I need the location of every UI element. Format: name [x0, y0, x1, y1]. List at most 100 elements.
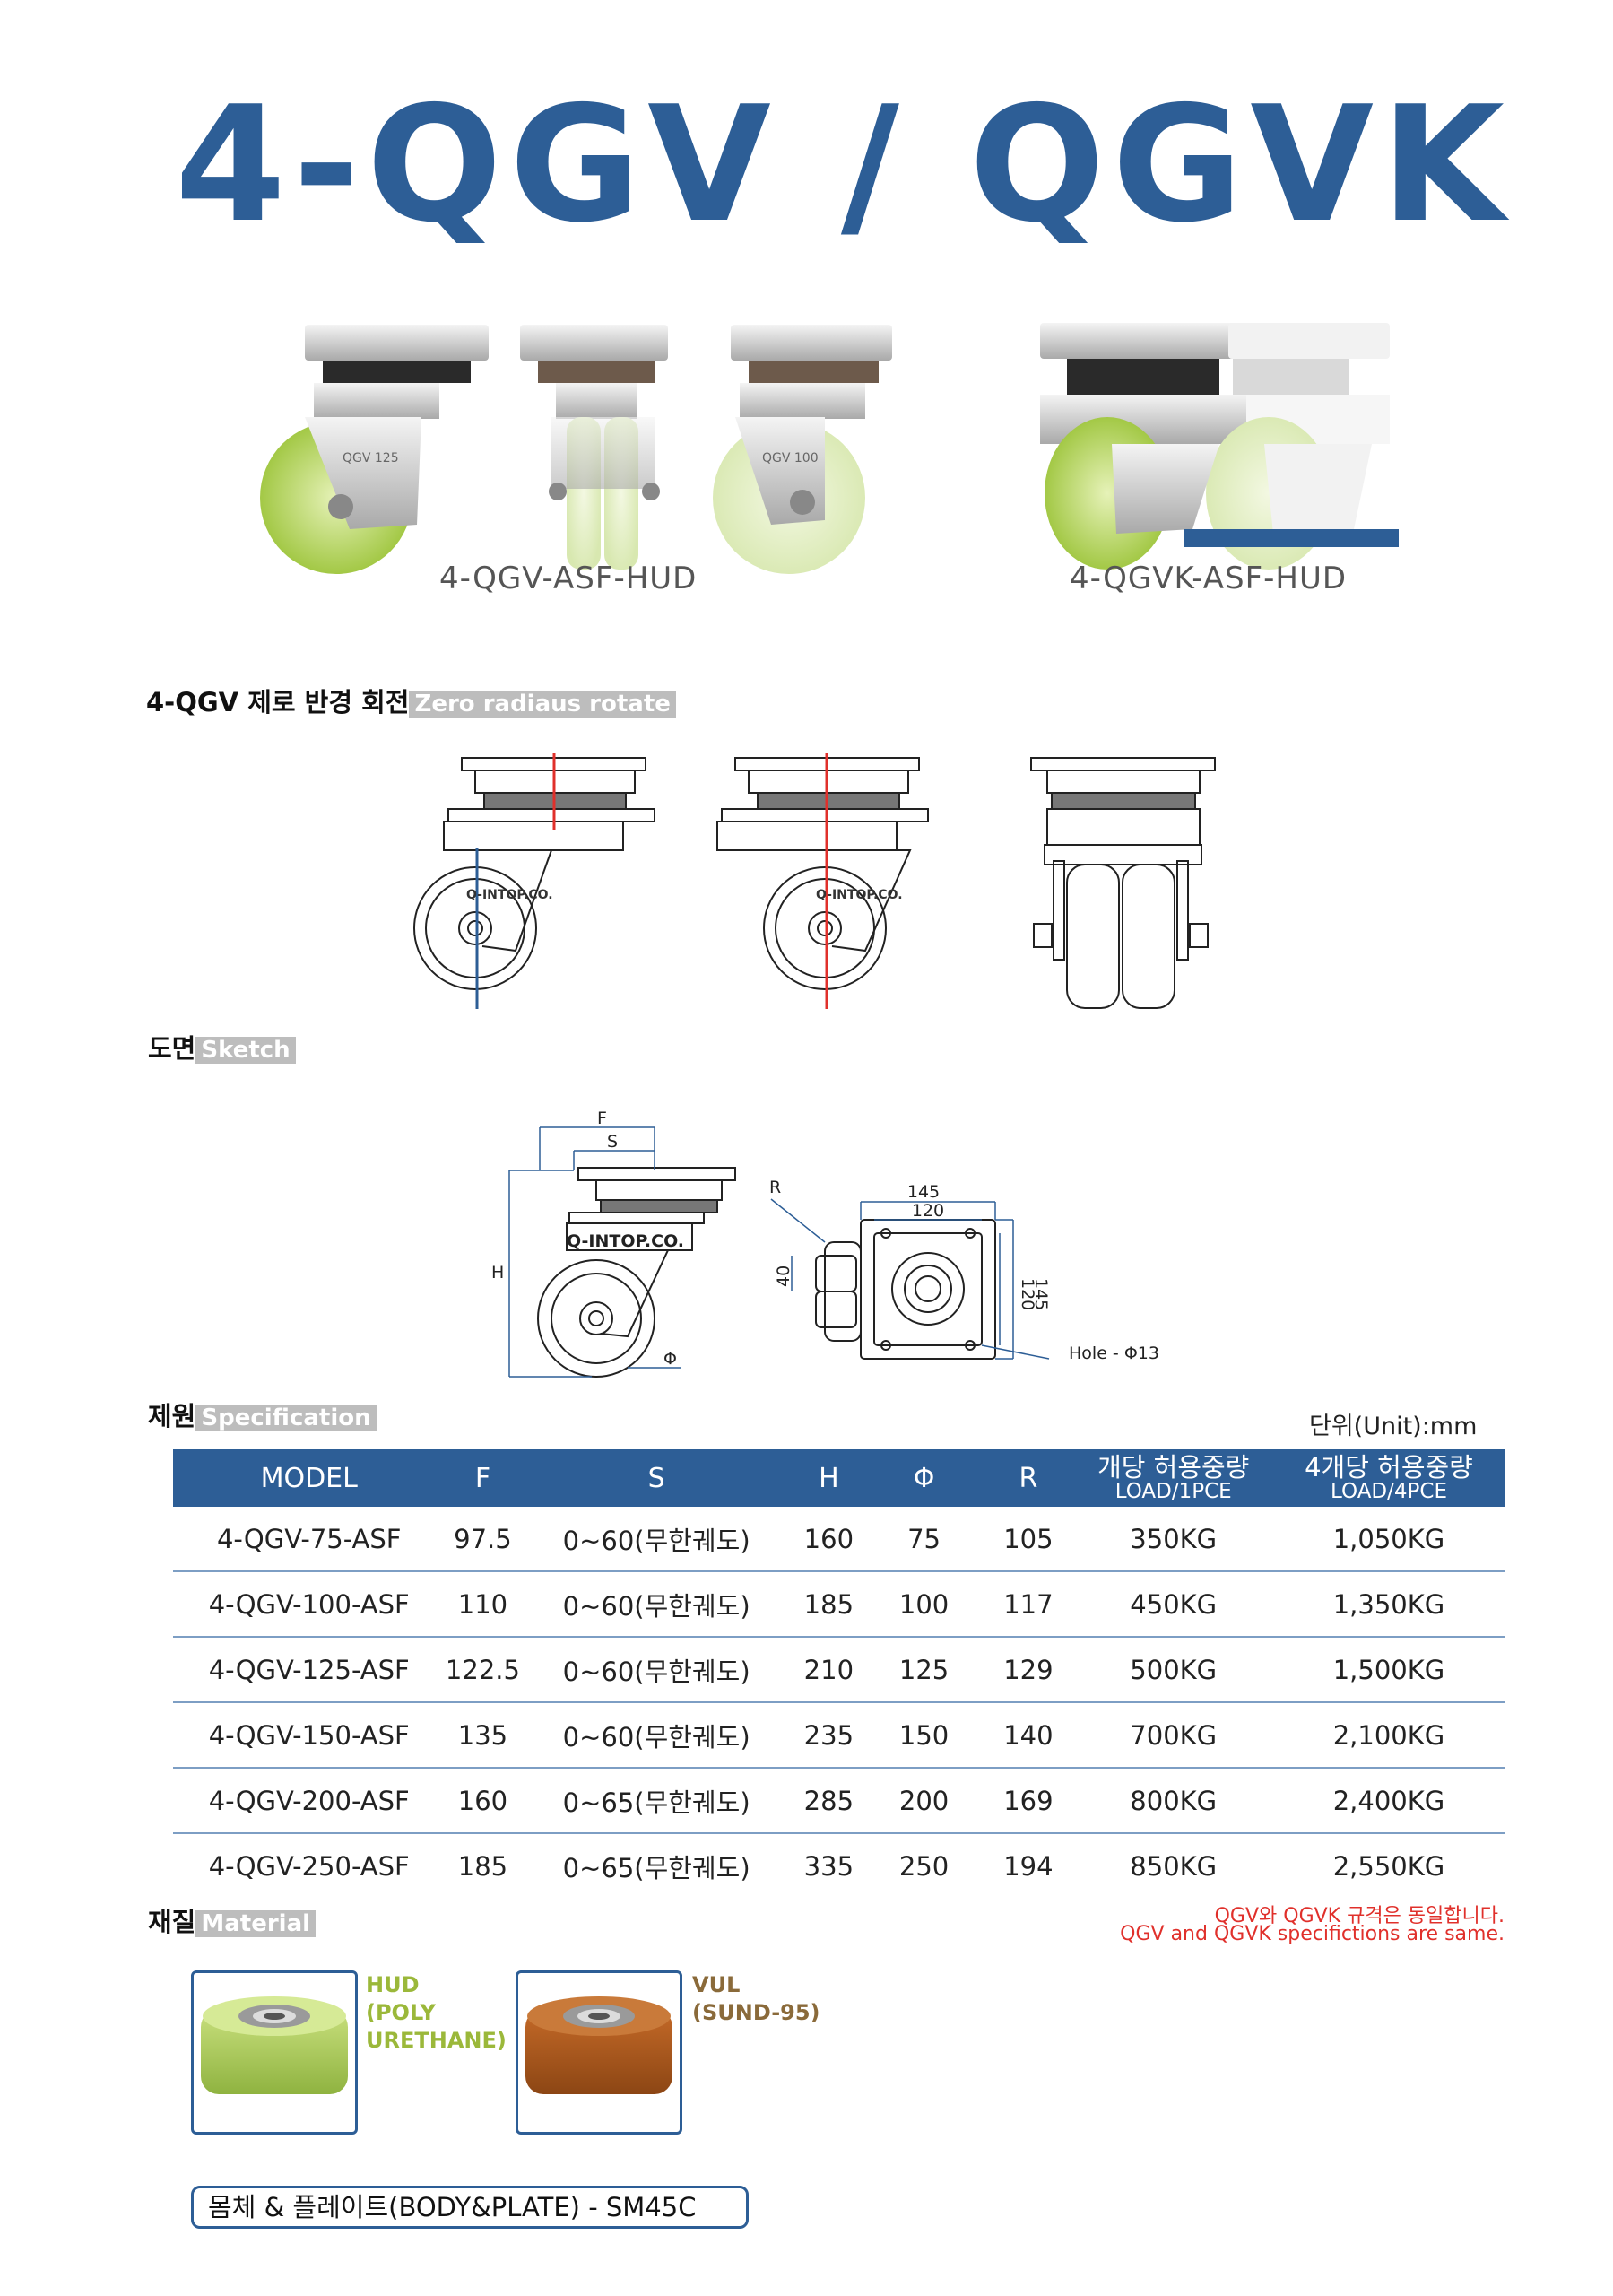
- photo-caption-right: 4-QGVK-ASF-HUD: [1070, 561, 1348, 596]
- spec-header-phi: Φ: [913, 1462, 935, 1494]
- material-hud-image: [191, 1970, 358, 2135]
- table-cell: 0~65(무한궤도): [562, 1852, 750, 1883]
- body-plate-material: 몸체 & 플레이트(BODY&PLATE) - SM45C: [191, 2186, 749, 2229]
- table-cell: 2,100KG: [1272, 1702, 1505, 1769]
- section-sketch-title-en: Sketch: [195, 1037, 296, 1064]
- table-cell: 235: [792, 1702, 865, 1769]
- note-line-2: QGV and QGVK specifictions are same.: [1120, 1923, 1505, 1945]
- section-material-title-en: Material: [195, 1910, 317, 1937]
- photo-caption-left: 4-QGV-ASF-HUD: [439, 561, 698, 596]
- sketch-label-s: S: [607, 1132, 618, 1152]
- page-title: 4-QGV / QGVK: [175, 72, 1512, 257]
- sketch-label-h: H: [491, 1263, 504, 1283]
- table-cell: 200: [864, 1768, 984, 1834]
- table-cell: 75: [864, 1507, 984, 1572]
- table-cell: 0~65(무한궤도): [520, 1768, 793, 1834]
- spec-header-load-4: 4개당 허용중량 LOAD/4PCE: [1273, 1449, 1505, 1507]
- rotate-drawing-1: [413, 753, 655, 1009]
- table-cell: 1,350KG: [1272, 1571, 1505, 1638]
- table-cell: 135: [445, 1702, 521, 1769]
- caster-photo-qgvk: [1040, 323, 1399, 570]
- sketch-label-f: F: [597, 1109, 607, 1128]
- table-cell: 169: [983, 1768, 1074, 1834]
- material-hud-label: HUD (POLY URETHANE): [366, 1972, 507, 2053]
- sketch-label-phi: Φ: [663, 1349, 677, 1369]
- table-cell: 800KG: [1073, 1768, 1273, 1834]
- spec-header-h: H: [819, 1462, 839, 1494]
- sketch-drawings: F S H Φ R Q-INTOP.CO. 145 120 120 145 40…: [491, 1109, 1159, 1378]
- wheel-label-2: QGV 100: [762, 451, 819, 465]
- table-cell: 125: [864, 1637, 984, 1703]
- spec-header-s: S: [647, 1462, 665, 1494]
- table-cell: 700KG: [1073, 1702, 1273, 1769]
- table-cell: 1,500KG: [1272, 1637, 1505, 1703]
- spec-header-f: F: [474, 1462, 491, 1494]
- caster-photo-3: QGV 100: [713, 325, 892, 574]
- spec-header-model: MODEL: [260, 1462, 358, 1494]
- table-cell: 1,050KG: [1272, 1507, 1505, 1572]
- unit-label: 단위(Unit):mm: [1309, 1413, 1478, 1440]
- material-vul-label: VUL (SUND-95): [692, 1972, 820, 2025]
- sketch-dim-hole: Hole - Φ13: [1069, 1344, 1159, 1363]
- rotation-drawings: Q-INTOP.CO. Q-INTOP.CO.: [413, 753, 1216, 1009]
- section-sketch-title-ko: 도면: [148, 1033, 196, 1064]
- table-cell: 4-QGV-200-ASF: [173, 1768, 446, 1834]
- hud-wheel-icon: [201, 1996, 348, 2094]
- product-photos: QGV 125 QGV 100: [260, 323, 1399, 574]
- table-cell: 4-QGV-125-ASF: [173, 1637, 446, 1703]
- table-cell: 250: [898, 1850, 950, 1882]
- table-cell: 110: [445, 1571, 521, 1638]
- brand-mark-2: Q-INTOP.CO.: [816, 888, 903, 902]
- sketch-dim-145-side: 145: [1031, 1278, 1051, 1310]
- spec-header-load-4-ko: 4개당 허용중량: [1305, 1452, 1473, 1483]
- table-cell: 210: [792, 1637, 865, 1703]
- table-cell: 150: [864, 1702, 984, 1769]
- spec-table: MODEL F S H Φ R 개당 허용중량 LOAD/1PCE 4개당 허용…: [173, 1449, 1505, 1898]
- rotate-drawing-3: [1030, 757, 1216, 1009]
- table-cell: 500KG: [1073, 1637, 1273, 1703]
- table-cell: 100: [864, 1571, 984, 1638]
- table-cell: 105: [983, 1507, 1074, 1572]
- table-cell: 450KG: [1073, 1571, 1273, 1638]
- note-line-1: QGV와 QGVK 규격은 동일합니다.: [1214, 1905, 1505, 1927]
- sketch-label-r: R: [769, 1178, 781, 1197]
- table-cell: 285: [792, 1768, 865, 1834]
- table-cell: 0~60(무한궤도): [520, 1702, 793, 1769]
- spec-header-load-4-en: LOAD/4PCE: [1331, 1480, 1447, 1503]
- table-cell: 185: [792, 1571, 865, 1638]
- table-cell: 140: [983, 1702, 1074, 1769]
- section-rotate-title-ko: 4-QGV 제로 반경 회전: [146, 687, 410, 718]
- table-cell: 0~60(무한궤도): [520, 1571, 793, 1638]
- section-rotate-title-en: Zero radiaus rotate: [409, 691, 676, 718]
- table-cell: 350KG: [1073, 1507, 1273, 1572]
- sketch-brand-mark: Q-INTOP.CO.: [567, 1231, 684, 1251]
- sketch-dim-120-top: 120: [912, 1201, 944, 1221]
- caster-photo-2: [520, 325, 668, 570]
- section-spec-title-en: Specification: [195, 1405, 377, 1431]
- wheel-label-1: QGV 125: [343, 451, 399, 465]
- table-cell: 0~60(무한궤도): [520, 1637, 793, 1703]
- rotate-drawing-2: [716, 753, 929, 1009]
- spec-header-load-1-ko: 개당 허용중량: [1097, 1452, 1250, 1483]
- table-cell: 160: [792, 1507, 865, 1572]
- table-cell: 194: [1003, 1850, 1054, 1882]
- table-cell: 129: [983, 1637, 1074, 1703]
- table-cell: 850KG: [1130, 1850, 1218, 1882]
- sketch-dim-120-side: 120: [1018, 1278, 1037, 1310]
- vul-wheel-icon: [525, 1996, 672, 2094]
- spec-header-r: R: [1019, 1462, 1038, 1494]
- material-vul-image: [516, 1970, 682, 2135]
- table-cell: 160: [445, 1768, 521, 1834]
- table-cell: 122.5: [445, 1637, 521, 1703]
- table-cell: 2,400KG: [1272, 1768, 1505, 1834]
